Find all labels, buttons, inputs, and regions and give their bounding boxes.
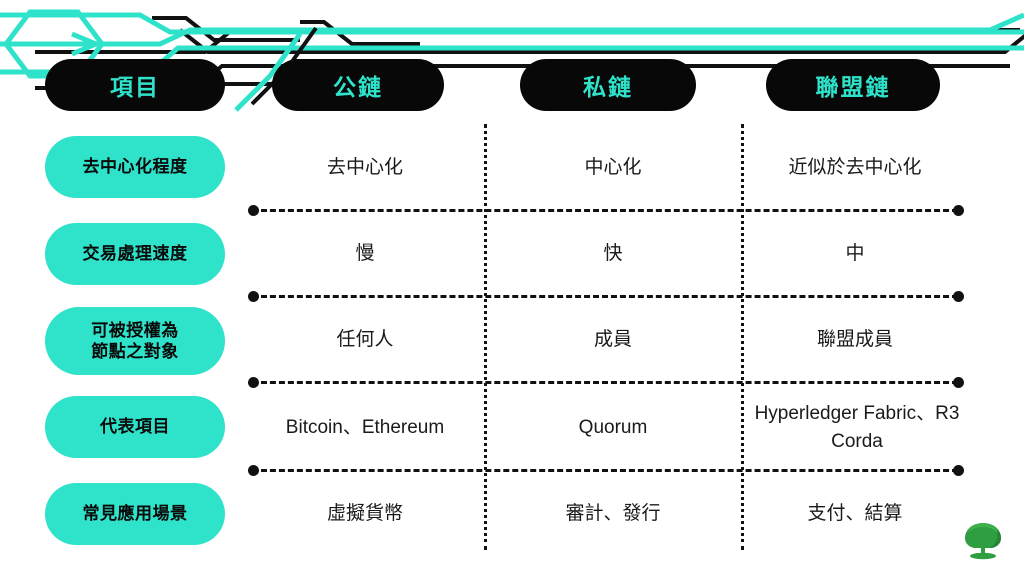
cell-text: 快 xyxy=(603,243,623,265)
table-cell: 支付、結算 xyxy=(748,486,962,542)
row-separator-endpoint-dot xyxy=(248,205,259,216)
row-separator-endpoint-dot xyxy=(248,377,259,388)
header-pill-label: 聯盟鏈 xyxy=(815,74,891,100)
table-cell: 任何人 xyxy=(250,312,480,368)
row-label-text: 可被授權為 節點之對象 xyxy=(91,320,179,361)
header-pill-public-chain: 公鏈 xyxy=(272,59,444,111)
header-pill-private-chain: 私鏈 xyxy=(520,59,696,111)
cell-text: 中 xyxy=(845,243,865,265)
row-separator-endpoint-dot xyxy=(248,291,259,302)
table-cell: 去中心化 xyxy=(250,140,480,196)
row-label-decentralization: 去中心化程度 xyxy=(45,136,225,198)
cell-text: 中心化 xyxy=(584,157,642,179)
row-separator xyxy=(252,295,958,298)
row-separator xyxy=(252,381,958,384)
table-cell: 中心化 xyxy=(492,140,734,196)
table-cell: 慢 xyxy=(250,226,480,282)
cell-text: 慢 xyxy=(355,243,375,265)
cell-text: 近似於去中心化 xyxy=(788,157,922,179)
table-cell: 快 xyxy=(492,226,734,282)
cell-text: 去中心化 xyxy=(326,157,403,179)
row-label-text: 去中心化程度 xyxy=(82,157,188,177)
row-separator xyxy=(252,469,958,472)
row-separator xyxy=(252,209,958,212)
cell-text: 審計、發行 xyxy=(565,503,661,525)
column-separator xyxy=(484,124,487,550)
header-pill-item: 項目 xyxy=(45,59,225,111)
table-cell: 近似於去中心化 xyxy=(748,140,962,196)
header-pill-consortium-chain: 聯盟鏈 xyxy=(766,59,940,111)
row-label-node-authorization: 可被授權為 節點之對象 xyxy=(45,307,225,375)
row-separator-endpoint-dot xyxy=(953,465,964,476)
row-separator-endpoint-dot xyxy=(953,377,964,388)
table-cell: Quorum xyxy=(492,398,734,458)
cell-text: 成員 xyxy=(593,329,632,351)
row-separator-endpoint-dot xyxy=(953,291,964,302)
header-pill-label: 項目 xyxy=(110,74,160,100)
column-separator xyxy=(741,124,744,550)
tree-logo xyxy=(965,523,1001,560)
row-separator-endpoint-dot xyxy=(953,205,964,216)
cell-text: 虛擬貨幣 xyxy=(326,503,403,525)
cell-text: 支付、結算 xyxy=(807,503,903,525)
row-separator-endpoint-dot xyxy=(248,465,259,476)
table-cell: 中 xyxy=(748,226,962,282)
cell-text: Bitcoin、Ethereum xyxy=(285,417,445,439)
table-cell: Bitcoin、Ethereum xyxy=(246,398,484,458)
row-label-common-use-cases: 常見應用場景 xyxy=(45,483,225,545)
row-label-text: 交易處理速度 xyxy=(82,244,188,264)
row-label-text: 代表項目 xyxy=(100,417,170,437)
row-label-text: 常見應用場景 xyxy=(82,504,188,524)
cell-text: 任何人 xyxy=(336,329,394,351)
table-cell: Hyperledger Fabric、R3 Corda xyxy=(748,398,966,458)
row-label-representative-projects: 代表項目 xyxy=(45,396,225,458)
table-cell: 聯盟成員 xyxy=(748,312,962,368)
row-label-transaction-speed: 交易處理速度 xyxy=(45,223,225,285)
header-pill-label: 私鏈 xyxy=(583,74,633,100)
table-cell: 成員 xyxy=(492,312,734,368)
cell-text: 聯盟成員 xyxy=(816,329,893,351)
table-cell: 審計、發行 xyxy=(492,486,734,542)
table-cell: 虛擬貨幣 xyxy=(250,486,480,542)
header-pill-label: 公鏈 xyxy=(333,74,383,100)
cell-text: Quorum xyxy=(578,417,648,439)
cell-text: Hyperledger Fabric、R3 Corda xyxy=(754,403,960,452)
